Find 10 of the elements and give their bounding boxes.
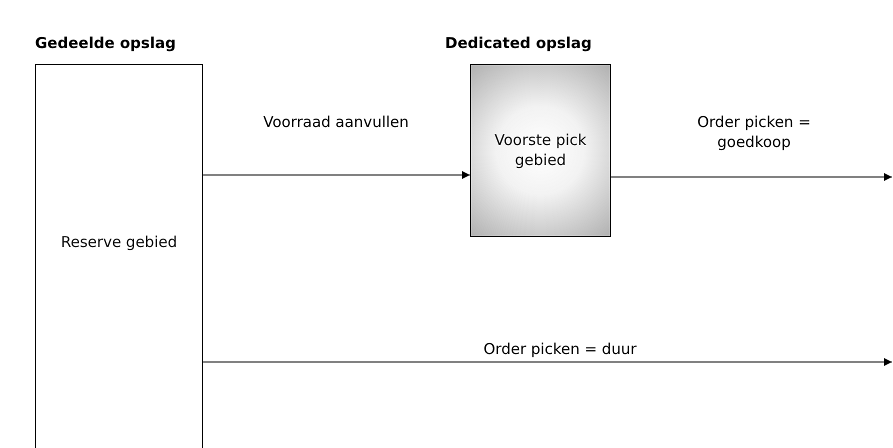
arrow (202, 358, 892, 366)
area-box (470, 64, 611, 237)
box-label: Reserve gebied (60, 233, 178, 252)
area-box (35, 64, 203, 448)
section-heading: Dedicated opslag (445, 34, 592, 52)
arrow (610, 173, 892, 181)
box-label: Voorste pick gebied (494, 131, 588, 170)
section-heading: Gedeelde opslag (35, 34, 176, 52)
arrow (202, 171, 470, 179)
edge-label: Order picken = duur (483, 340, 637, 360)
